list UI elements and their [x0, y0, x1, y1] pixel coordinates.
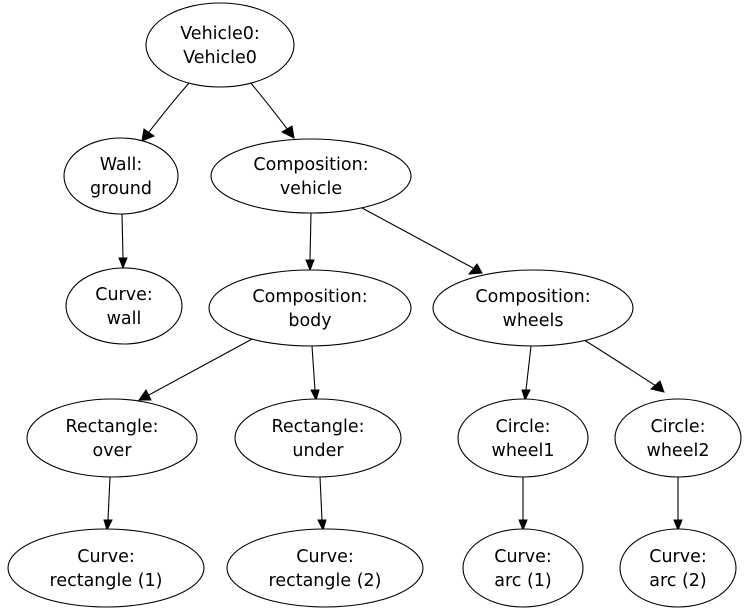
node-ellipse-shape[interactable]: [210, 138, 412, 214]
edge-line: [319, 476, 323, 521]
arrowhead-icon: [673, 519, 683, 532]
arrowhead-icon: [138, 389, 152, 401]
graph-edge-composition_wheels-to-circle_wheel1: [521, 345, 532, 402]
graph-node-composition_body[interactable]: Composition: body: [208, 269, 412, 347]
arrowhead-icon: [467, 263, 483, 275]
nodes-layer: Vehicle0:Vehicle0Wall:groundComposition:…: [7, 2, 742, 608]
node-label-line2: wall: [107, 309, 142, 329]
node-ellipse-shape[interactable]: [234, 398, 402, 478]
node-label-line1: Curve:: [494, 547, 552, 567]
node-label-line2: rectangle (2): [269, 571, 382, 591]
node-label-line2: arc (2): [649, 571, 707, 591]
graph-edge-composition_wheels-to-circle_wheel2: [580, 337, 665, 393]
node-ellipse-shape[interactable]: [226, 528, 424, 608]
graph-node-curve_rectangle_1[interactable]: Curve: rectangle (1): [7, 528, 205, 608]
node-ellipse-shape[interactable]: [145, 2, 295, 88]
node-label-line1: Vehicle0:: [180, 24, 260, 44]
arrowhead-icon: [518, 519, 528, 532]
arrowhead-icon: [310, 389, 320, 402]
node-label-line2: vehicle: [280, 179, 342, 199]
graph-edge-rectangle_under-to-curve_rectangle_2: [317, 476, 327, 532]
edge-line: [146, 337, 255, 397]
node-ellipse-shape[interactable]: [614, 398, 742, 478]
node-label-line2: Vehicle0: [183, 48, 257, 68]
node-ellipse-shape[interactable]: [457, 398, 589, 478]
graph-node-rectangle_over[interactable]: Rectangle: over: [26, 398, 198, 478]
arrowhead-icon: [103, 519, 113, 532]
edges-layer: [103, 80, 683, 532]
arrowhead-icon: [305, 259, 315, 272]
graph-edge-vehicle0-to-composition_vehicle: [248, 80, 295, 139]
node-label-line1: Curve:: [649, 547, 707, 567]
node-label-line1: Circle:: [495, 417, 550, 437]
graph-edge-composition_vehicle-to-composition_wheels: [361, 207, 483, 275]
edge-line: [148, 80, 192, 133]
graph-node-rectangle_under[interactable]: Rectangle: under: [234, 398, 402, 478]
edge-line: [580, 337, 657, 387]
arrowhead-icon: [280, 125, 295, 139]
edge-line: [107, 476, 111, 521]
graph-node-wall_ground[interactable]: Wall: ground: [63, 137, 179, 215]
node-ellipse-shape[interactable]: [63, 137, 179, 215]
arrowhead-icon: [118, 257, 128, 270]
node-ellipse-shape[interactable]: [7, 528, 205, 608]
graph-node-curve_wall[interactable]: Curve: wall: [65, 267, 183, 345]
node-ellipse-shape[interactable]: [432, 269, 634, 347]
graph-node-circle_wheel1[interactable]: Circle: wheel1: [457, 398, 589, 478]
node-label-line2: wheel1: [492, 441, 555, 461]
node-label-line1: Composition:: [475, 287, 590, 307]
node-label-line1: Circle:: [650, 417, 705, 437]
node-label-line1: Curve:: [77, 547, 135, 567]
node-label-line2: ground: [90, 179, 152, 199]
graph-edge-circle_wheel1-to-curve_arc_1: [518, 477, 528, 532]
graph-edge-composition_vehicle-to-composition_body: [305, 212, 315, 272]
graph-edge-rectangle_over-to-curve_rectangle_1: [103, 476, 113, 532]
arrowhead-icon: [521, 389, 531, 402]
arrowhead-icon: [649, 380, 665, 393]
node-ellipse-shape[interactable]: [65, 267, 183, 345]
node-label-line2: rectangle (1): [50, 571, 163, 591]
edge-line: [525, 345, 532, 391]
node-ellipse-shape[interactable]: [619, 528, 737, 608]
arrowhead-icon: [317, 519, 327, 532]
graph-node-curve_arc_2[interactable]: Curve: arc (2): [619, 528, 737, 608]
graph-node-vehicle0[interactable]: Vehicle0: Vehicle0: [145, 2, 295, 88]
graph-node-curve_rectangle_2[interactable]: Curve: rectangle (2): [226, 528, 424, 608]
node-label-line1: Rectangle:: [271, 417, 364, 437]
edge-line: [309, 212, 312, 261]
node-label-line2: over: [92, 441, 132, 461]
graph-edge-circle_wheel2-to-curve_arc_2: [673, 477, 683, 532]
graph-edge-composition_body-to-rectangle_under: [310, 345, 320, 402]
node-label-line2: wheels: [503, 311, 564, 331]
node-label-line2: arc (1): [494, 571, 552, 591]
graph-node-curve_arc_1[interactable]: Curve: arc (1): [462, 528, 584, 608]
edge-line: [248, 80, 289, 131]
edge-line: [121, 213, 124, 259]
graph-node-composition_wheels[interactable]: Composition: wheels: [432, 269, 634, 347]
node-label-line2: wheel2: [647, 441, 710, 461]
edge-line: [361, 207, 474, 269]
node-ellipse-shape[interactable]: [208, 269, 412, 347]
node-label-line1: Curve:: [95, 285, 153, 305]
node-label-line1: Curve:: [296, 547, 354, 567]
node-label-line1: Composition:: [252, 287, 367, 307]
node-label-line1: Rectangle:: [65, 417, 158, 437]
node-ellipse-shape[interactable]: [462, 528, 584, 608]
arrowhead-icon: [141, 128, 156, 142]
graph-node-composition_vehicle[interactable]: Composition: vehicle: [210, 138, 412, 214]
edge-line: [311, 345, 316, 391]
node-ellipse-shape[interactable]: [26, 398, 198, 478]
graph-edge-wall_ground-to-curve_wall: [118, 213, 128, 270]
graph-edge-composition_body-to-rectangle_over: [138, 337, 255, 401]
node-label-line1: Wall:: [100, 155, 143, 175]
node-label-line1: Composition:: [253, 155, 368, 175]
node-label-line2: body: [288, 311, 331, 331]
node-label-line2: under: [292, 441, 344, 461]
graph-edge-vehicle0-to-wall_ground: [141, 80, 192, 142]
graph-node-circle_wheel2[interactable]: Circle: wheel2: [614, 398, 742, 478]
